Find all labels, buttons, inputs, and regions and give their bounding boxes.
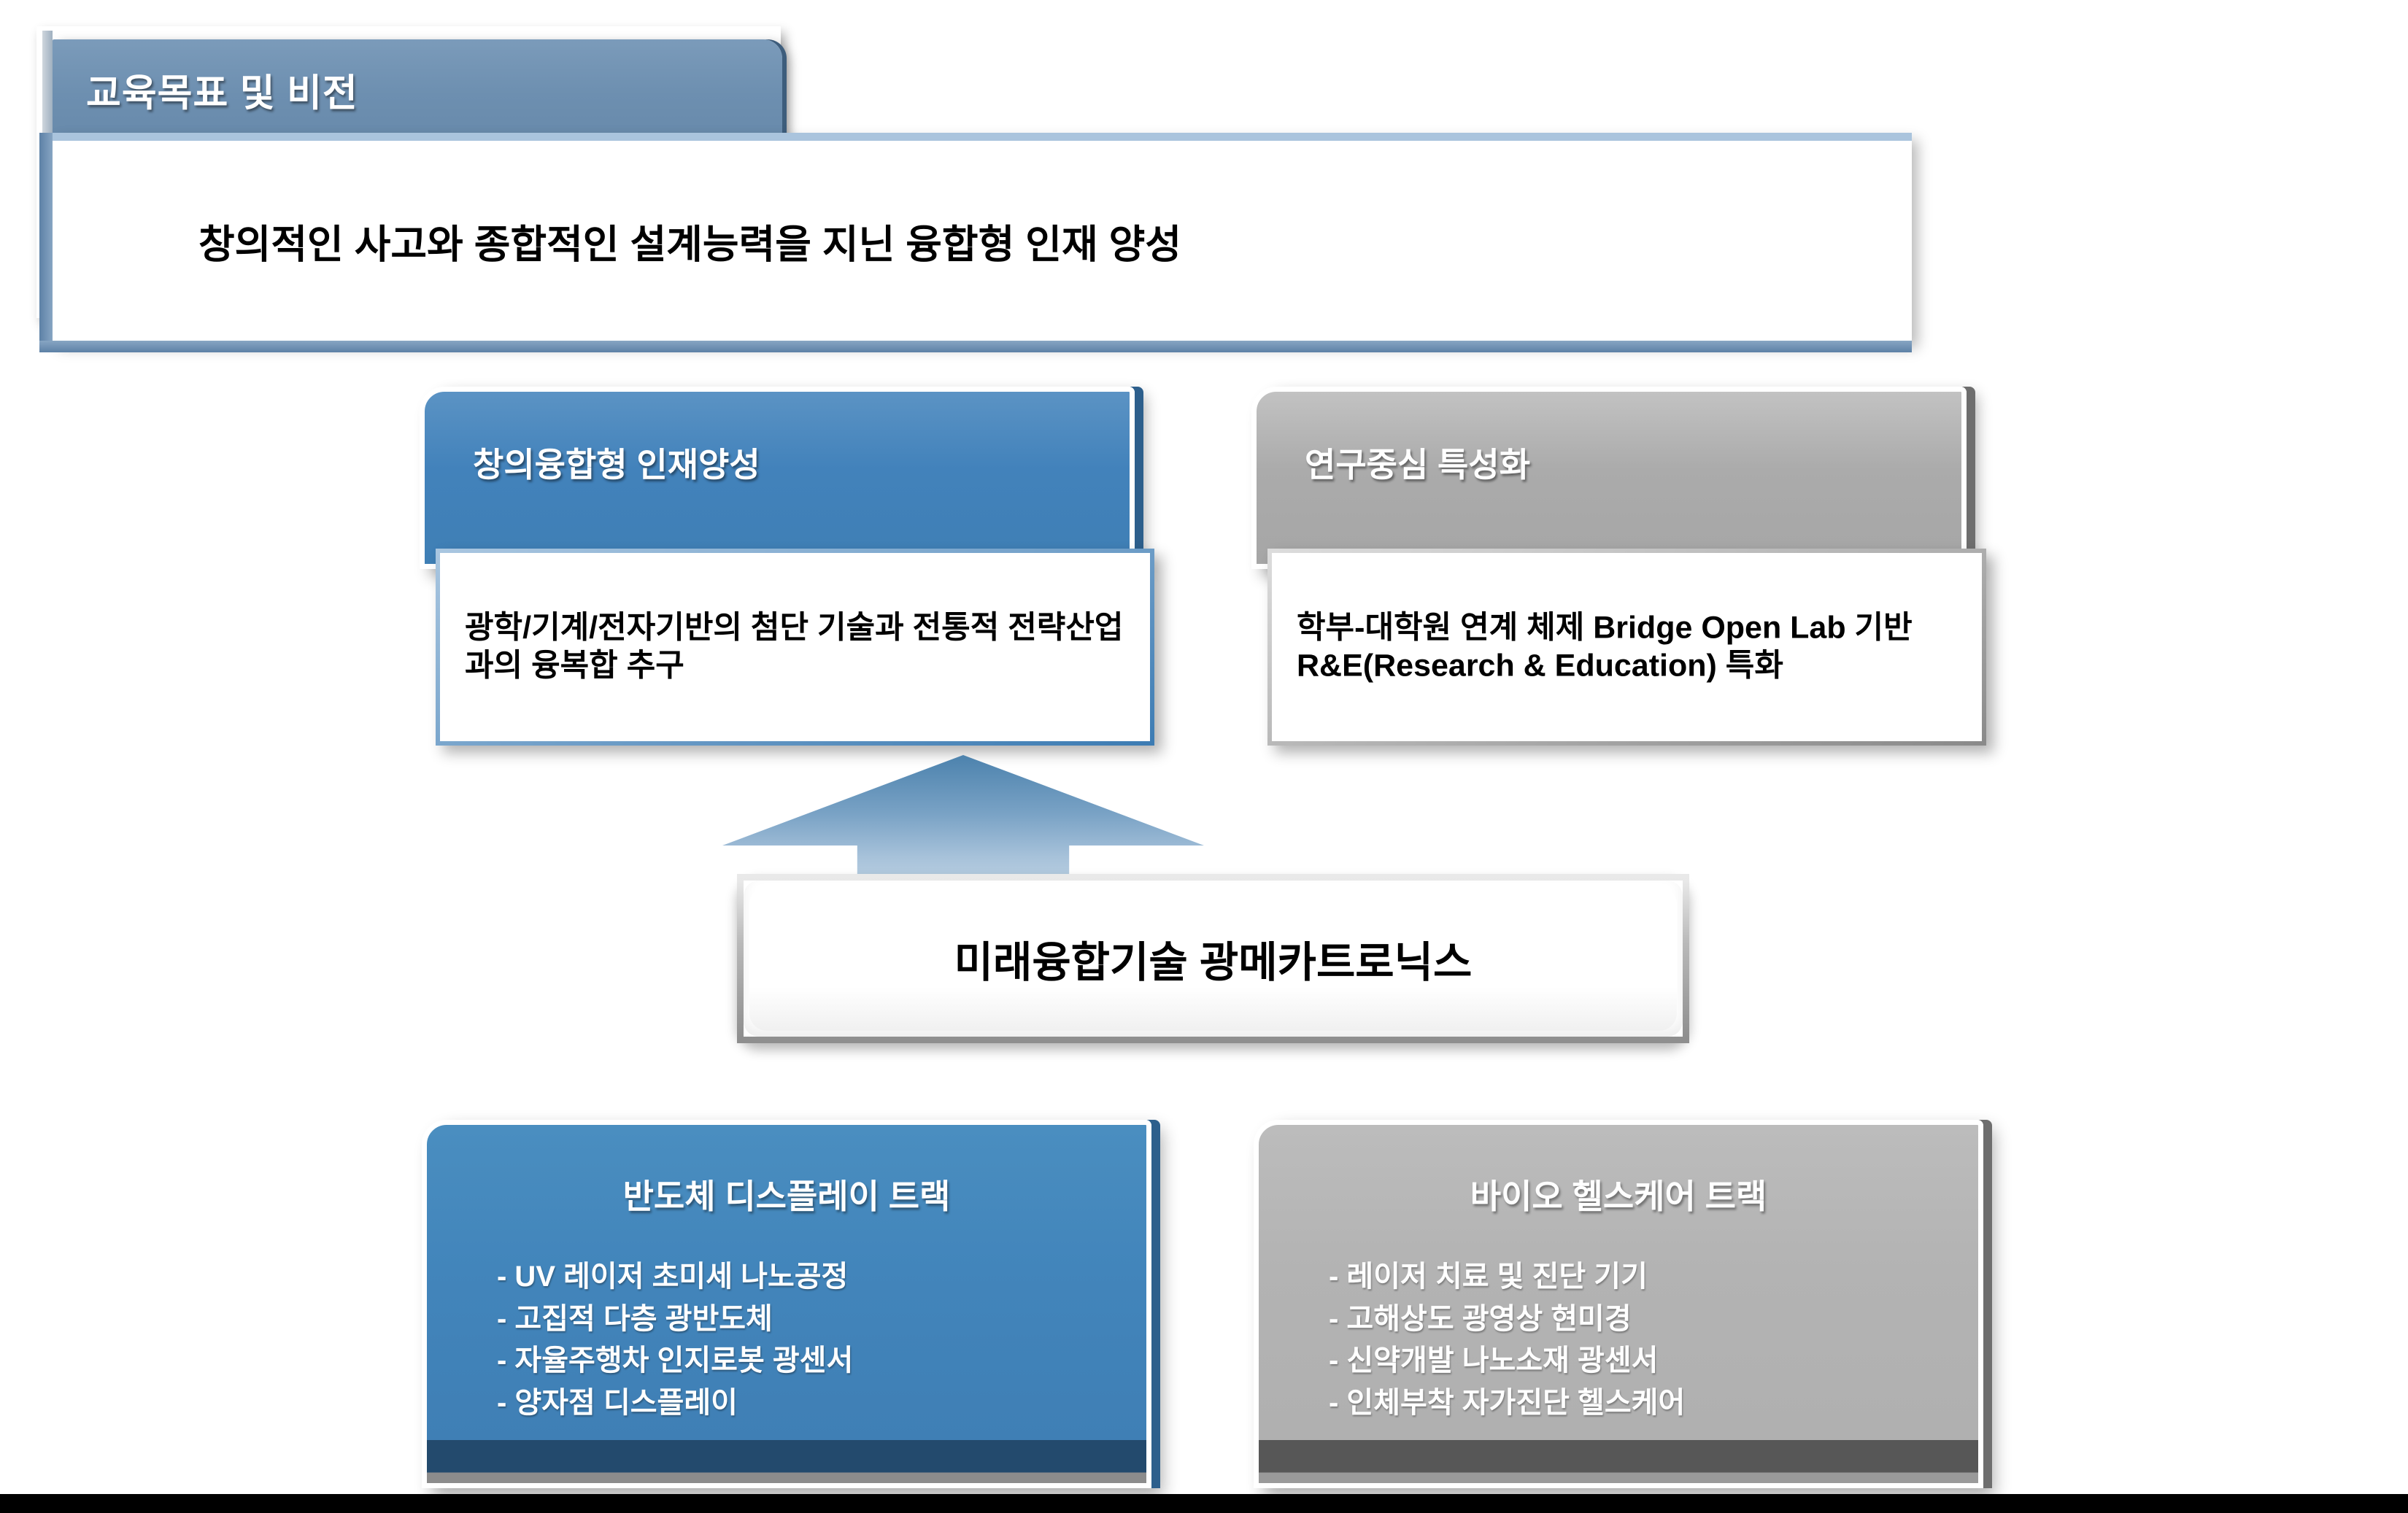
vision-rail-bottom — [39, 341, 1912, 352]
track-list-item: - UV 레이저 초미세 나노공정 — [497, 1261, 849, 1293]
pillar-card-creative-convergence: 창의융합형 인재양성 광학/기계/전자기반의 첨단 기술과 전통적 전략산업과의… — [420, 387, 1171, 751]
pillar-body-plate: 광학/기계/전자기반의 첨단 기술과 전통적 전략산업과의 융복합 추구 — [436, 549, 1154, 746]
pillar-body-plate: 학부-대학원 연계 체제 Bridge Open Lab 기반 R&E(Rese… — [1267, 549, 1986, 746]
track-title: 반도체 디스플레이 트랙 — [622, 1177, 951, 1215]
section-title-banner: 교육목표 및 비전 — [42, 31, 782, 140]
pillar-body-text: 학부-대학원 연계 체제 Bridge Open Lab 기반 R&E(Rese… — [1297, 610, 1913, 684]
track-item-list: - 레이저 치료 및 진단 기기 - 고해상도 광영상 현미경 - 신약개발 나… — [1329, 1256, 1956, 1424]
track-list-item: - 인체부착 자가진단 헬스케어 — [1329, 1386, 1686, 1419]
track-list-item: - 자율주행차 인지로봇 광센서 — [497, 1344, 854, 1377]
capsule-inner-surface: 미래융합기술 광메카트로닉스 — [749, 886, 1677, 1031]
track-title: 바이오 헬스케어 트랙 — [1470, 1177, 1767, 1215]
track-list-item: - 레이저 치료 및 진단 기기 — [1329, 1261, 1648, 1293]
core-concept-capsule: 미래융합기술 광메카트로닉스 — [737, 874, 1689, 1043]
track-list-item: - 고집적 다층 광반도체 — [497, 1302, 773, 1335]
core-concept-label: 미래융합기술 광메카트로닉스 — [954, 939, 1473, 986]
pillar-heading: 창의융합형 인재양성 — [473, 446, 760, 484]
track-list-item: - 고해상도 광영상 현미경 — [1329, 1302, 1632, 1335]
track-card-bio-healthcare: 바이오 헬스케어 트랙 - 레이저 치료 및 진단 기기 - 고해상도 광영상 … — [1254, 1120, 1983, 1488]
vision-statement-text: 창의적인 사고와 종합적인 설계능력을 지닌 융합형 인재 양성 — [198, 222, 1182, 267]
title-bevel-left — [42, 31, 53, 140]
page-title: 교육목표 및 비전 — [86, 72, 358, 115]
pillar-body-text: 광학/기계/전자기반의 첨단 기술과 전통적 전략산업과의 융복합 추구 — [465, 610, 1124, 684]
pillar-header-plate: 창의융합형 인재양성 — [420, 387, 1135, 569]
pillar-heading: 연구중심 특성화 — [1305, 446, 1531, 484]
pillar-card-research-focus: 연구중심 특성화 학부-대학원 연계 체제 Bridge Open Lab 기반… — [1251, 387, 2003, 751]
bottom-black-bar — [0, 1494, 2408, 1513]
track-list-item: - 양자점 디스플레이 — [497, 1386, 738, 1419]
vision-group: 교육목표 및 비전 창의적인 사고와 종합적인 설계능력을 지닌 융합형 인재 … — [36, 26, 1912, 352]
track-item-list: - UV 레이저 초미세 나노공정 - 고집적 다층 광반도체 - 자율주행차 … — [497, 1256, 1124, 1424]
track-list-item: - 신약개발 나노소재 광센서 — [1329, 1344, 1659, 1377]
track-card-semiconductor-display: 반도체 디스플레이 트랙 - UV 레이저 초미세 나노공정 - 고집적 다층 … — [422, 1120, 1151, 1488]
vision-rail-left — [39, 133, 53, 341]
pillar-header-plate: 연구중심 특성화 — [1251, 387, 1967, 569]
vision-statement-panel: 창의적인 사고와 종합적인 설계능력을 지닌 융합형 인재 양성 — [39, 133, 1912, 352]
